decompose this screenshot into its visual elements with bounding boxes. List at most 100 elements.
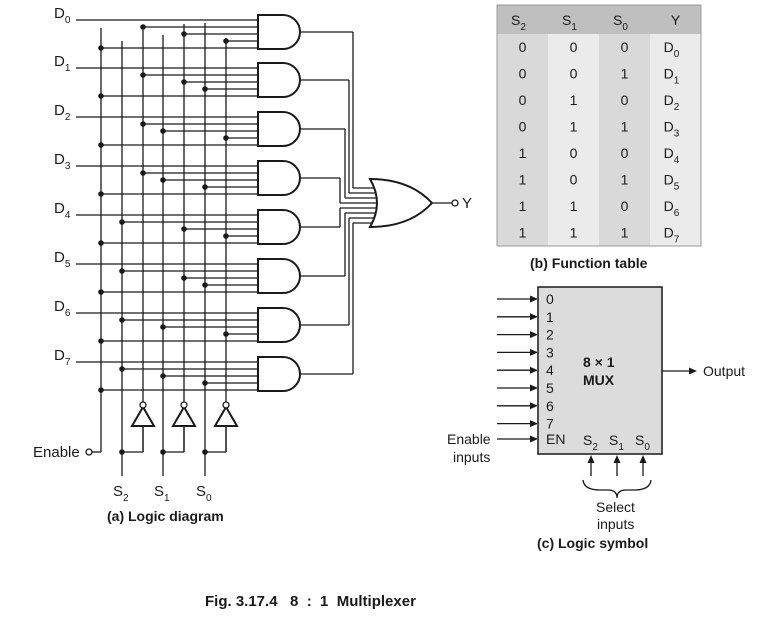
table-header-2: S0: [613, 12, 628, 33]
mux-output-label: Output: [703, 363, 745, 379]
table-cell-s2: 1: [519, 172, 527, 188]
table-column-bg: [650, 34, 701, 246]
mux-select-pin-s2: S2: [583, 432, 598, 453]
logic-symbol-caption: (c) Logic symbol: [537, 535, 648, 551]
mux-title-size: 8 × 1: [583, 354, 615, 370]
select-label-s0-text: S: [196, 483, 206, 500]
mux-input-number: 6: [546, 398, 554, 414]
table-header-cell: [599, 5, 650, 34]
data-input-label-d2-subscript: 2: [65, 112, 71, 123]
table-cell-s1: 1: [570, 119, 578, 135]
table-header-1-text: S: [562, 12, 571, 28]
table-cell-y: D2: [664, 92, 680, 113]
mux-input-number: 4: [546, 362, 554, 378]
mux-select-pin-s1: S1: [609, 432, 624, 453]
mux-input-number: 0: [546, 291, 554, 307]
table-cell-s0: 1: [621, 172, 629, 188]
select-inputs-label-line2: inputs: [597, 516, 634, 532]
data-input-label-d1: D1: [54, 53, 71, 74]
table-cell-s1: 0: [570, 145, 578, 161]
and-gate-7: [257, 356, 301, 392]
table-header-0-text: S: [511, 12, 520, 28]
select-input-arrow-arrowhead: [587, 455, 595, 463]
table-column-bg: [548, 34, 599, 246]
data-input-label-d3: D3: [54, 151, 71, 172]
table-border: [496, 4, 702, 247]
data-input-label-d3-text: D: [54, 151, 65, 168]
data-input-label-d6-subscript: 6: [65, 308, 71, 319]
table-cell-y-text: D: [664, 119, 674, 135]
data-input-arrow-arrowhead: [530, 420, 538, 428]
table-header-cell: [497, 5, 548, 34]
table-cell-s2: 0: [519, 39, 527, 55]
table-cell-y: D0: [664, 39, 680, 60]
and-gate-3: [257, 160, 301, 196]
data-input-label-d2-text: D: [54, 102, 65, 119]
data-input-label-d0-subscript: 0: [65, 15, 71, 26]
function-table-caption: (b) Function table: [530, 255, 648, 271]
and-gate-5: [257, 258, 301, 294]
table-cell-y: D5: [664, 172, 680, 193]
inverter-bubble: [222, 401, 230, 409]
table-column-bg: [497, 34, 548, 246]
not-gate: [130, 405, 156, 427]
data-input-label-d4-subscript: 4: [65, 210, 71, 221]
mux-input-number: 3: [546, 344, 554, 360]
table-header-3: Y: [671, 12, 681, 28]
not-gate: [171, 405, 197, 427]
table-cell-y-subscript: 6: [674, 208, 680, 219]
table-cell-s1: 1: [570, 92, 578, 108]
mux-select-pin-s0-subscript: 0: [644, 442, 650, 453]
mux-title-name: MUX: [583, 372, 615, 388]
data-input-label-d5-text: D: [54, 249, 65, 266]
table-cell-s0: 1: [621, 225, 629, 241]
table-cell-y-text: D: [664, 92, 674, 108]
enable-inputs-label-line1: Enable: [447, 431, 491, 447]
data-input-arrow-arrowhead: [530, 295, 538, 303]
and-gate-0: [257, 14, 301, 50]
mux-input-number: 1: [546, 309, 554, 325]
table-header-1-subscript: 1: [571, 22, 577, 33]
table-header-1: S1: [562, 12, 577, 33]
and-gate-1: [257, 62, 301, 98]
and-gate-4: [257, 209, 301, 245]
output-arrow-arrowhead: [689, 367, 697, 375]
mux-select-pin-s0-text: S: [635, 432, 644, 448]
table-cell-y-subscript: 1: [674, 76, 680, 87]
table-cell-s2: 0: [519, 119, 527, 135]
data-input-label-d4-text: D: [54, 200, 65, 217]
mux-input-number: 5: [546, 380, 554, 396]
data-input-arrow-arrowhead: [530, 366, 538, 374]
table-header-0: S2: [511, 12, 526, 33]
table-cell-y-text: D: [664, 198, 674, 214]
data-input-label-d7-subscript: 7: [65, 357, 71, 368]
table-cell-s1: 0: [570, 66, 578, 82]
select-label-s0: S0: [196, 483, 212, 504]
table-cell-s1: 0: [570, 39, 578, 55]
data-input-label-d0: D0: [54, 5, 71, 26]
data-input-arrow-arrowhead: [530, 348, 538, 356]
select-label-s1-text: S: [154, 483, 164, 500]
table-cell-s0: 0: [621, 39, 629, 55]
data-input-arrow-arrowhead: [530, 313, 538, 321]
select-input-arrow-arrowhead: [639, 455, 647, 463]
table-header-cell: [548, 5, 599, 34]
table-cell-s0: 0: [621, 198, 629, 214]
select-label-s1-subscript: 1: [164, 493, 170, 504]
table-cell-s1: 1: [570, 225, 578, 241]
table-cell-y-subscript: 0: [674, 49, 680, 60]
data-input-label-d7: D7: [54, 347, 71, 368]
table-cell-s1: 1: [570, 198, 578, 214]
output-terminal: [451, 199, 459, 207]
mux-select-pin-s2-text: S: [583, 432, 592, 448]
data-input-label-d4: D4: [54, 200, 71, 221]
mux-box: [537, 286, 663, 455]
data-input-label-d2: D2: [54, 102, 71, 123]
figure-title: Fig. 3.17.4 8 : 1 Multiplexer: [205, 593, 416, 610]
mux-input-number: 7: [546, 416, 554, 432]
table-cell-s2: 0: [519, 66, 527, 82]
table-header-3-text: Y: [671, 12, 681, 28]
